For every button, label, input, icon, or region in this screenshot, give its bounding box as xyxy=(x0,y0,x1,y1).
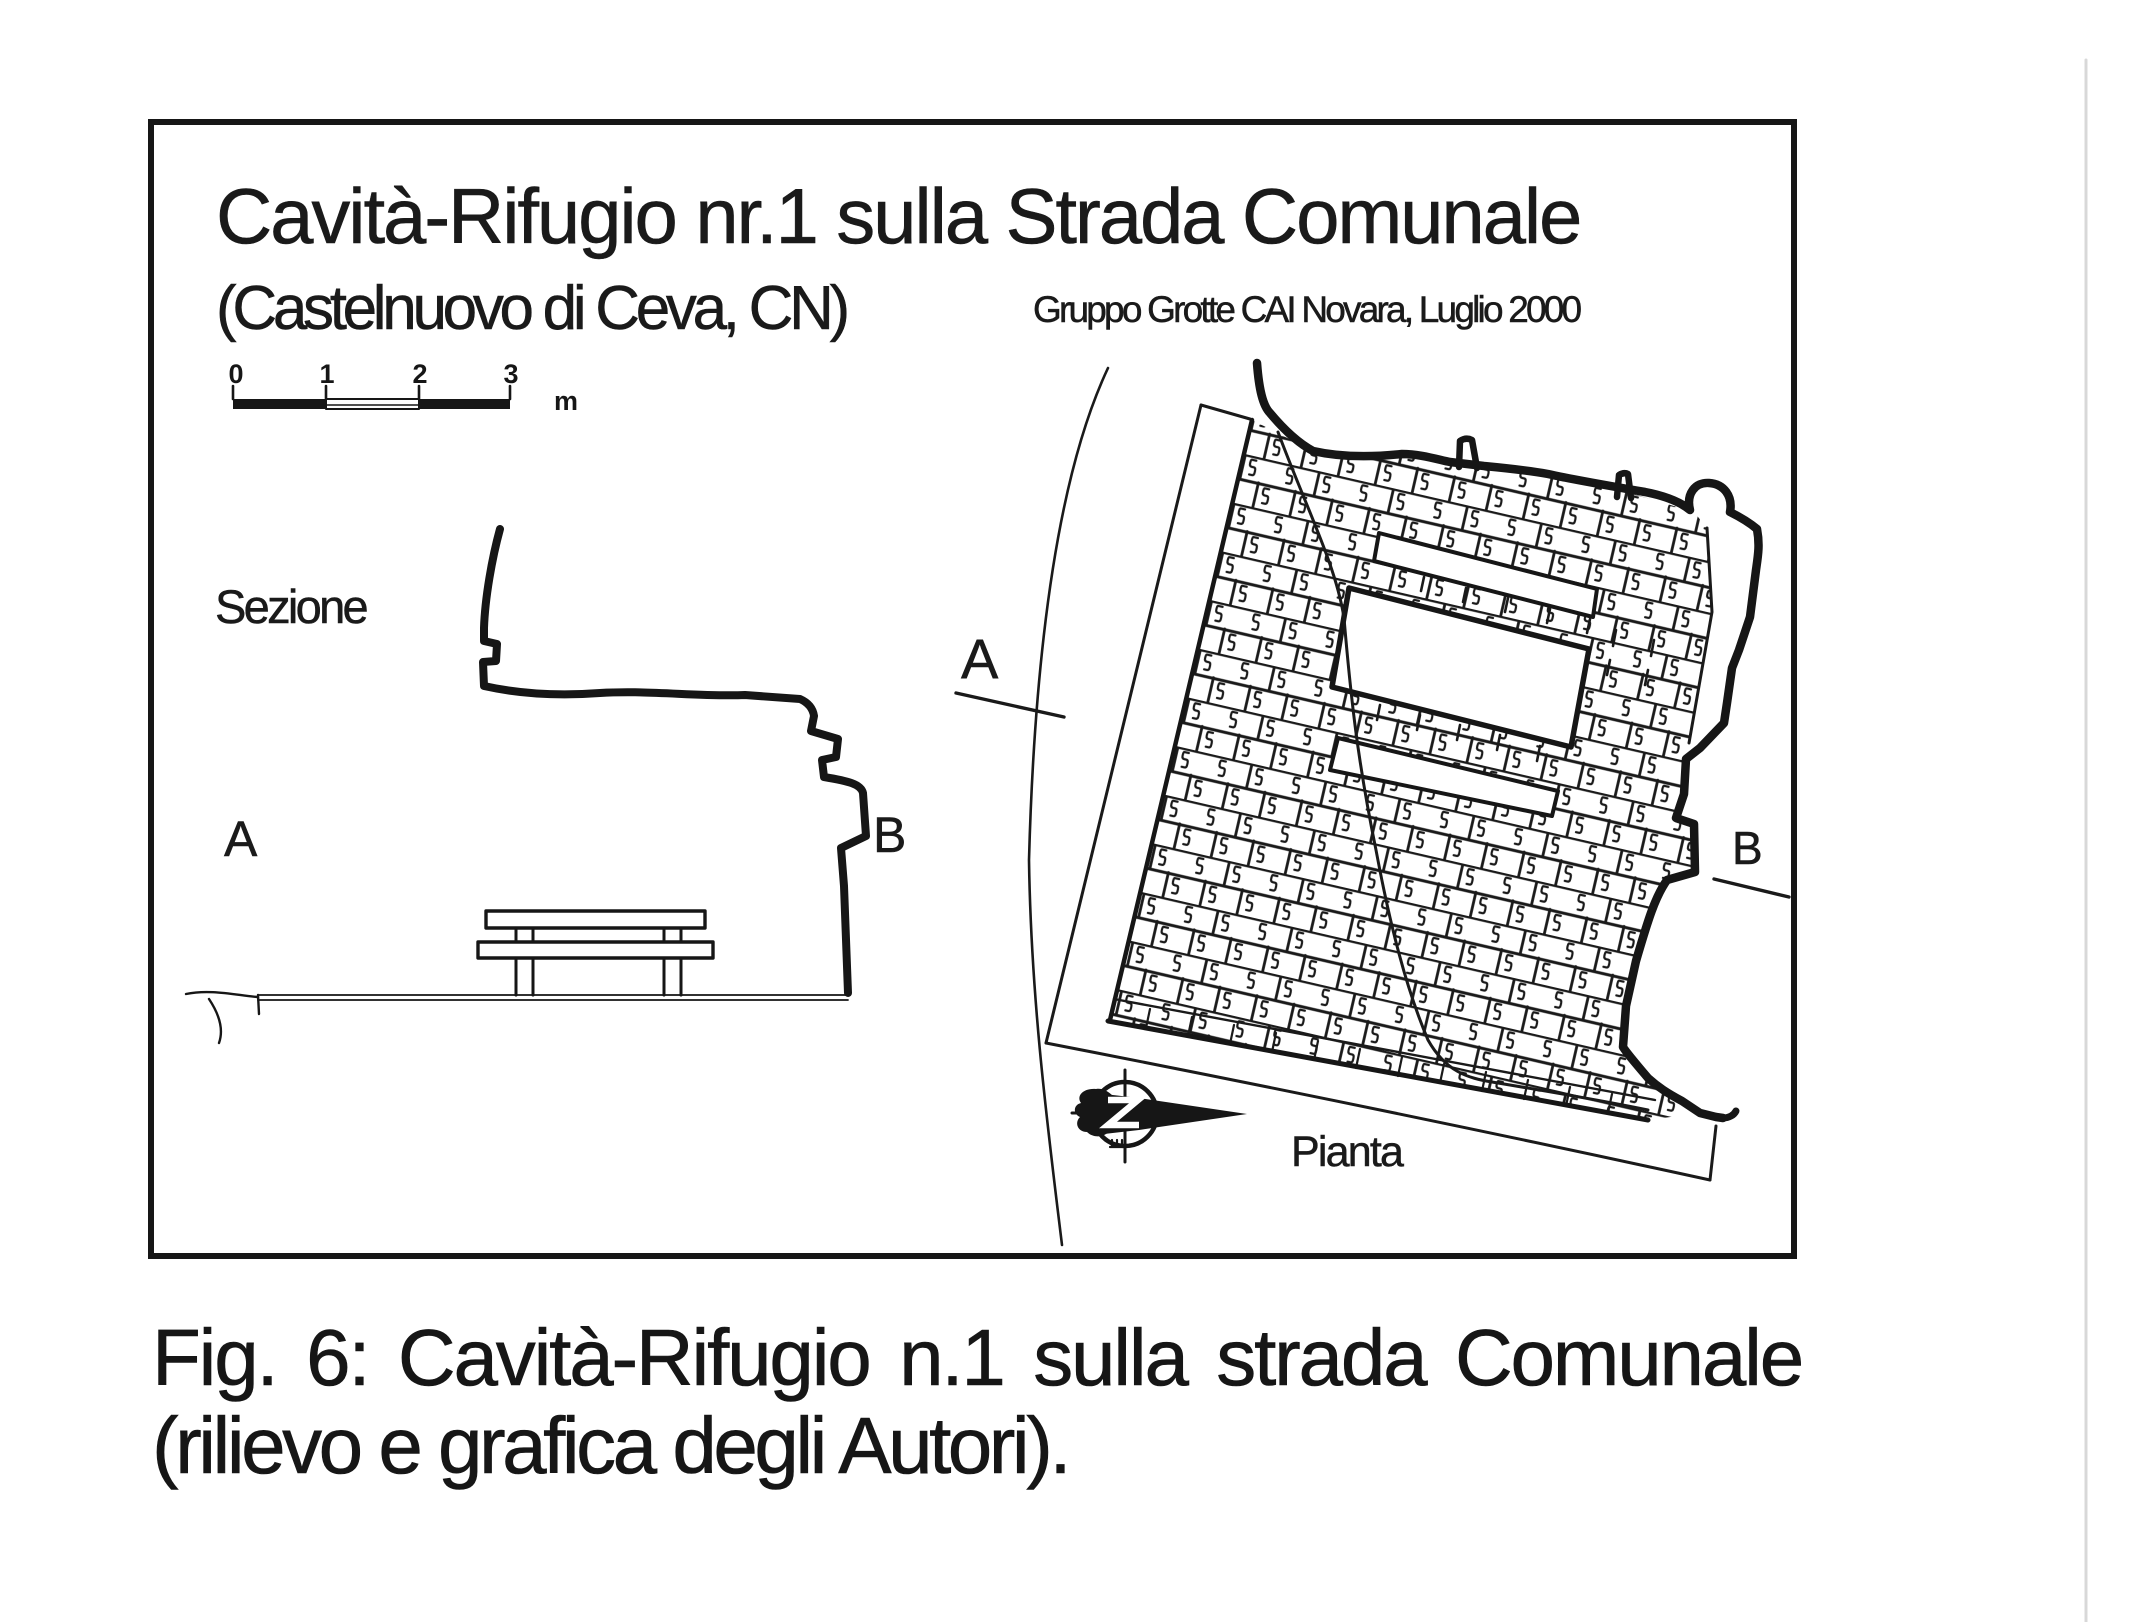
svg-text:2: 2 xyxy=(412,359,427,389)
svg-text:3: 3 xyxy=(503,359,518,389)
svg-text:1: 1 xyxy=(319,359,334,389)
svg-text:m: m xyxy=(554,386,578,416)
svg-text:0: 0 xyxy=(228,359,243,389)
